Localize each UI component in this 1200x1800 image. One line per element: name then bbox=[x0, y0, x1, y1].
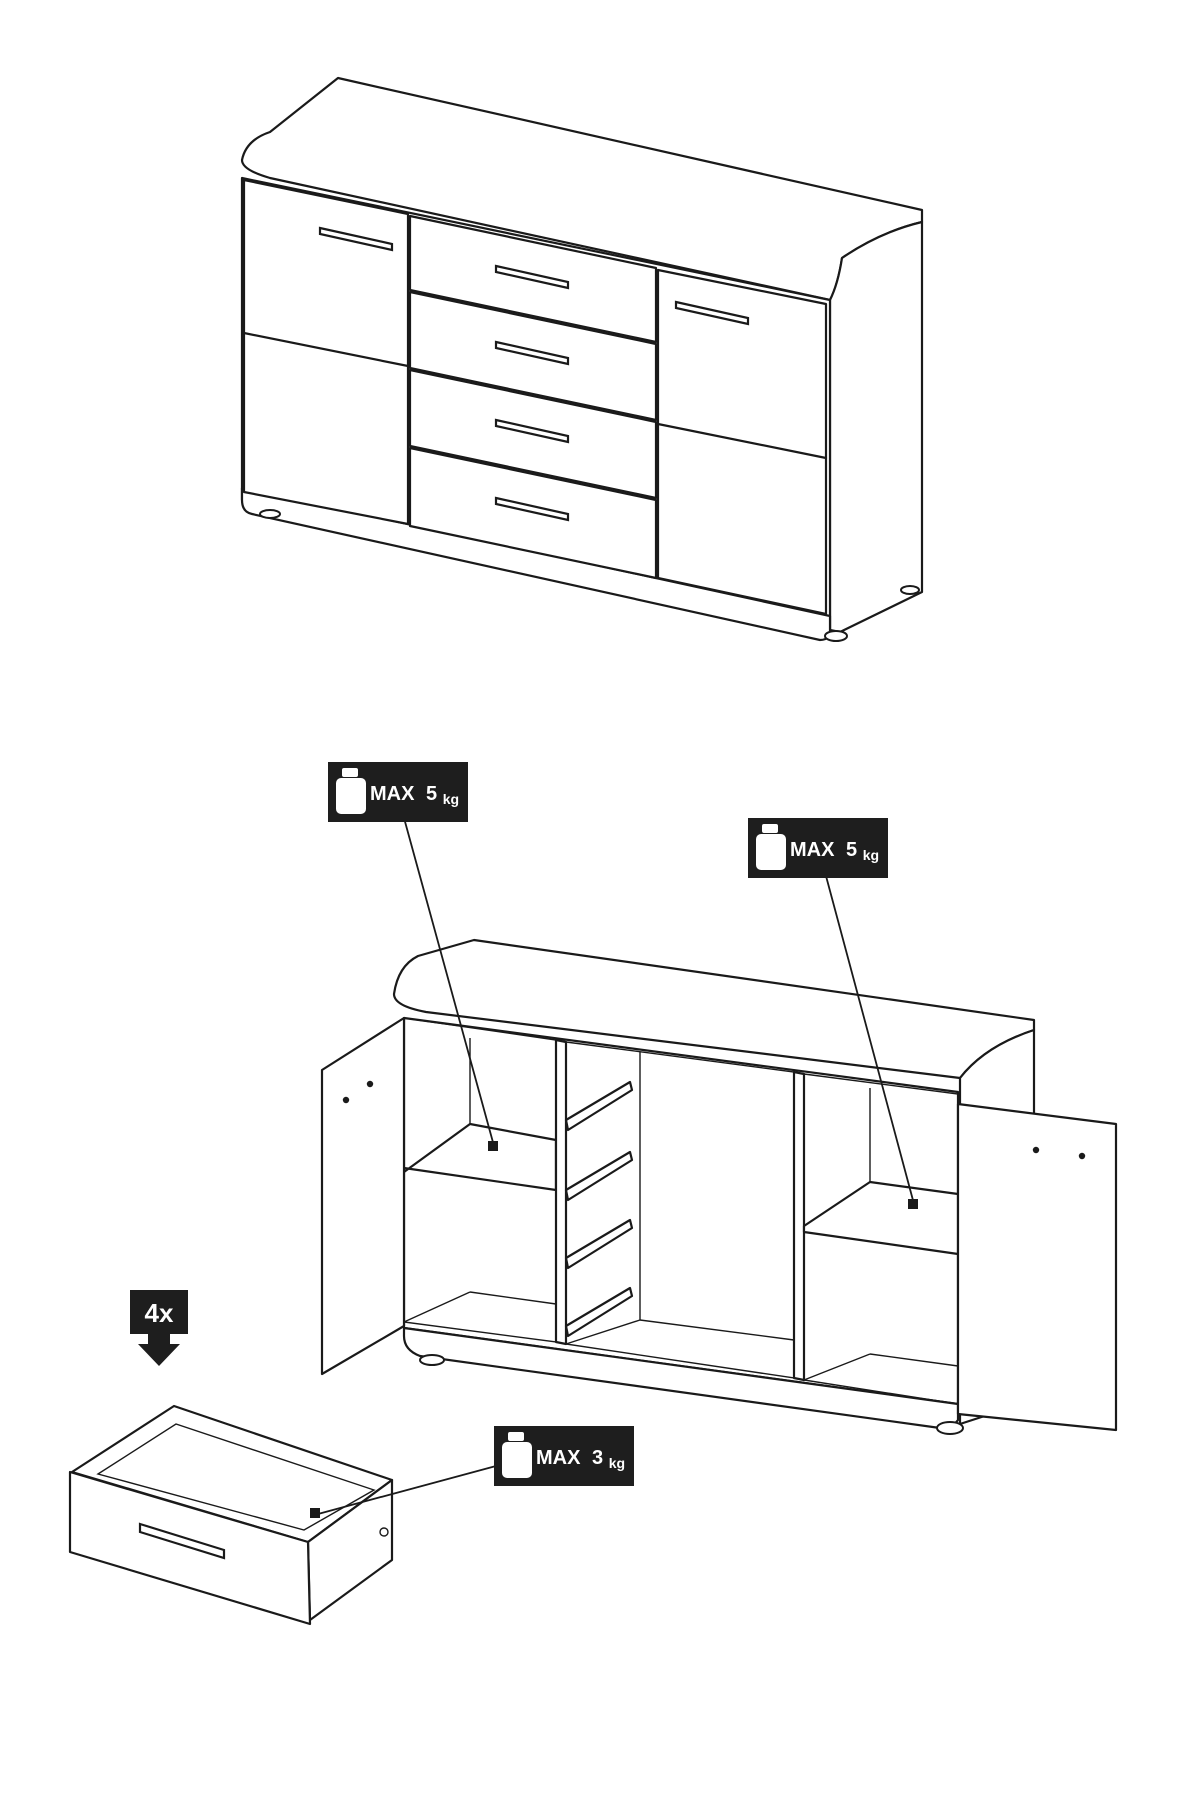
weight-label-unit: kg bbox=[609, 1455, 625, 1471]
side-panel bbox=[828, 220, 924, 634]
sideboard-closed bbox=[240, 76, 924, 642]
sideboard-open bbox=[320, 938, 1118, 1435]
foot bbox=[936, 1421, 964, 1435]
weight-label-unit: kg bbox=[443, 791, 459, 807]
weight-label-prefix: MAX bbox=[790, 839, 835, 861]
weight-label-prefix: MAX bbox=[370, 783, 415, 805]
weight-icon bbox=[756, 824, 786, 870]
weight-label-value: 5 bbox=[426, 783, 437, 805]
handle-right-door bbox=[674, 300, 750, 326]
quantity-label: 4x bbox=[130, 1290, 188, 1366]
foot bbox=[419, 1354, 445, 1366]
leader-right-shelf bbox=[825, 875, 915, 1205]
right-open-door bbox=[956, 1102, 1118, 1432]
handle-drawer-2 bbox=[494, 340, 570, 366]
foot bbox=[900, 585, 920, 595]
drawer-runners bbox=[564, 1080, 634, 1338]
foot bbox=[824, 630, 848, 642]
weight-icon bbox=[502, 1432, 532, 1478]
handle-drawer-1 bbox=[494, 264, 570, 290]
svg-text:MAX 3 kg: MAX 3 kg bbox=[536, 1447, 625, 1471]
down-arrow-icon bbox=[138, 1334, 180, 1366]
left-door bbox=[242, 178, 410, 526]
drawer-box bbox=[68, 1404, 394, 1626]
weight-label-left: MAX 5 kg bbox=[328, 762, 468, 822]
handle-drawer-4 bbox=[494, 496, 570, 522]
leader-left-shelf bbox=[403, 817, 495, 1147]
handle-left-door bbox=[318, 226, 394, 252]
drawer-inner bbox=[96, 1423, 376, 1531]
weight-label-value: 5 bbox=[846, 839, 857, 861]
drawer-handle bbox=[138, 1522, 226, 1560]
foot bbox=[259, 509, 281, 519]
leader-drawer bbox=[317, 1465, 497, 1515]
weight-icon bbox=[336, 768, 366, 814]
svg-text:MAX 5 kg: MAX 5 kg bbox=[370, 783, 459, 807]
svg-text:MAX 5 kg: MAX 5 kg bbox=[790, 839, 879, 863]
weight-label-value: 3 bbox=[592, 1447, 603, 1469]
handle-drawer-3 bbox=[494, 418, 570, 444]
center-divider bbox=[554, 1038, 568, 1346]
quantity-text: 4x bbox=[145, 1298, 174, 1328]
weight-label-drawer: MAX 3 kg bbox=[494, 1426, 634, 1486]
left-open-door bbox=[320, 1016, 406, 1376]
weight-label-unit: kg bbox=[863, 847, 879, 863]
weight-label-right: MAX 5 kg bbox=[748, 818, 888, 878]
right-divider bbox=[792, 1070, 806, 1382]
weight-label-prefix: MAX bbox=[536, 1447, 581, 1469]
